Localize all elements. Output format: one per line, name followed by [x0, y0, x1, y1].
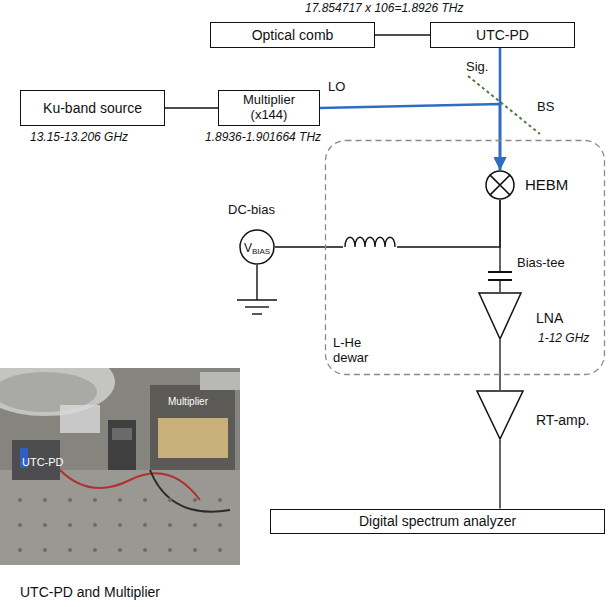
symbol-label: HEBM	[525, 176, 568, 193]
amplifier-symbol: LNA1-12 GHz	[478, 292, 522, 340]
box-label: Digital spectrum analyzer	[359, 513, 516, 529]
lab-photo	[0, 368, 240, 565]
amplifier-symbol-outline	[478, 292, 522, 340]
voltage-source: VBIAS	[239, 229, 275, 265]
photo-label: Multiplier	[168, 396, 208, 408]
process-box: Optical comb	[210, 22, 375, 48]
symbol-label: LNA	[536, 310, 563, 326]
process-box: Digital spectrum analyzer	[270, 509, 605, 534]
photo-label: UTC-PD	[22, 456, 64, 469]
wire	[499, 440, 500, 509]
capacitor-symbol	[486, 271, 514, 281]
frequency-note: 17.854717 x 106=1.8926 THz	[305, 2, 463, 16]
process-box: Multiplier (x144)	[218, 90, 320, 126]
frequency-note: 1.8936-1.901664 THz	[205, 131, 321, 145]
symbol-label: RT-amp.	[536, 412, 589, 428]
frequency-note: 13.15-13.206 GHz	[30, 131, 128, 145]
box-label: Multiplier (x144)	[224, 93, 314, 123]
optical-beam	[320, 104, 500, 170]
symbol-letter: V	[244, 241, 252, 255]
wire	[375, 34, 430, 35]
process-box: Ku-band source	[20, 90, 165, 126]
mixer-symbol: HEBM	[485, 170, 515, 200]
symbol-label: 1-12 GHz	[538, 332, 589, 346]
signal-name: LO	[328, 80, 345, 95]
amplifier-symbol-outline	[476, 390, 524, 440]
mixer-symbol-outline	[485, 170, 515, 200]
symbol-subscript: BIAS	[252, 247, 270, 256]
wire	[499, 340, 500, 390]
part-name: Bias-tee	[517, 256, 565, 271]
box-label: UTC-PD	[476, 27, 529, 43]
amplifier-symbol: RT-amp.	[476, 390, 524, 440]
inductor-symbol	[343, 236, 397, 252]
symbol-label: L-He dewar	[333, 336, 379, 366]
part-name: DC-bias	[228, 203, 275, 218]
process-box: UTC-PD	[430, 22, 575, 48]
part-name: BS	[537, 100, 554, 115]
box-label: Optical comb	[252, 27, 334, 43]
photo-caption: UTC-PD and Multiplier	[20, 584, 160, 600]
wire	[165, 107, 218, 108]
box-label: Ku-band source	[43, 100, 142, 116]
beam-splitter	[468, 76, 540, 134]
signal-name: Sig.	[466, 60, 488, 75]
source-symbol-text: VBIAS	[244, 238, 270, 256]
ground-symbol	[237, 265, 277, 314]
